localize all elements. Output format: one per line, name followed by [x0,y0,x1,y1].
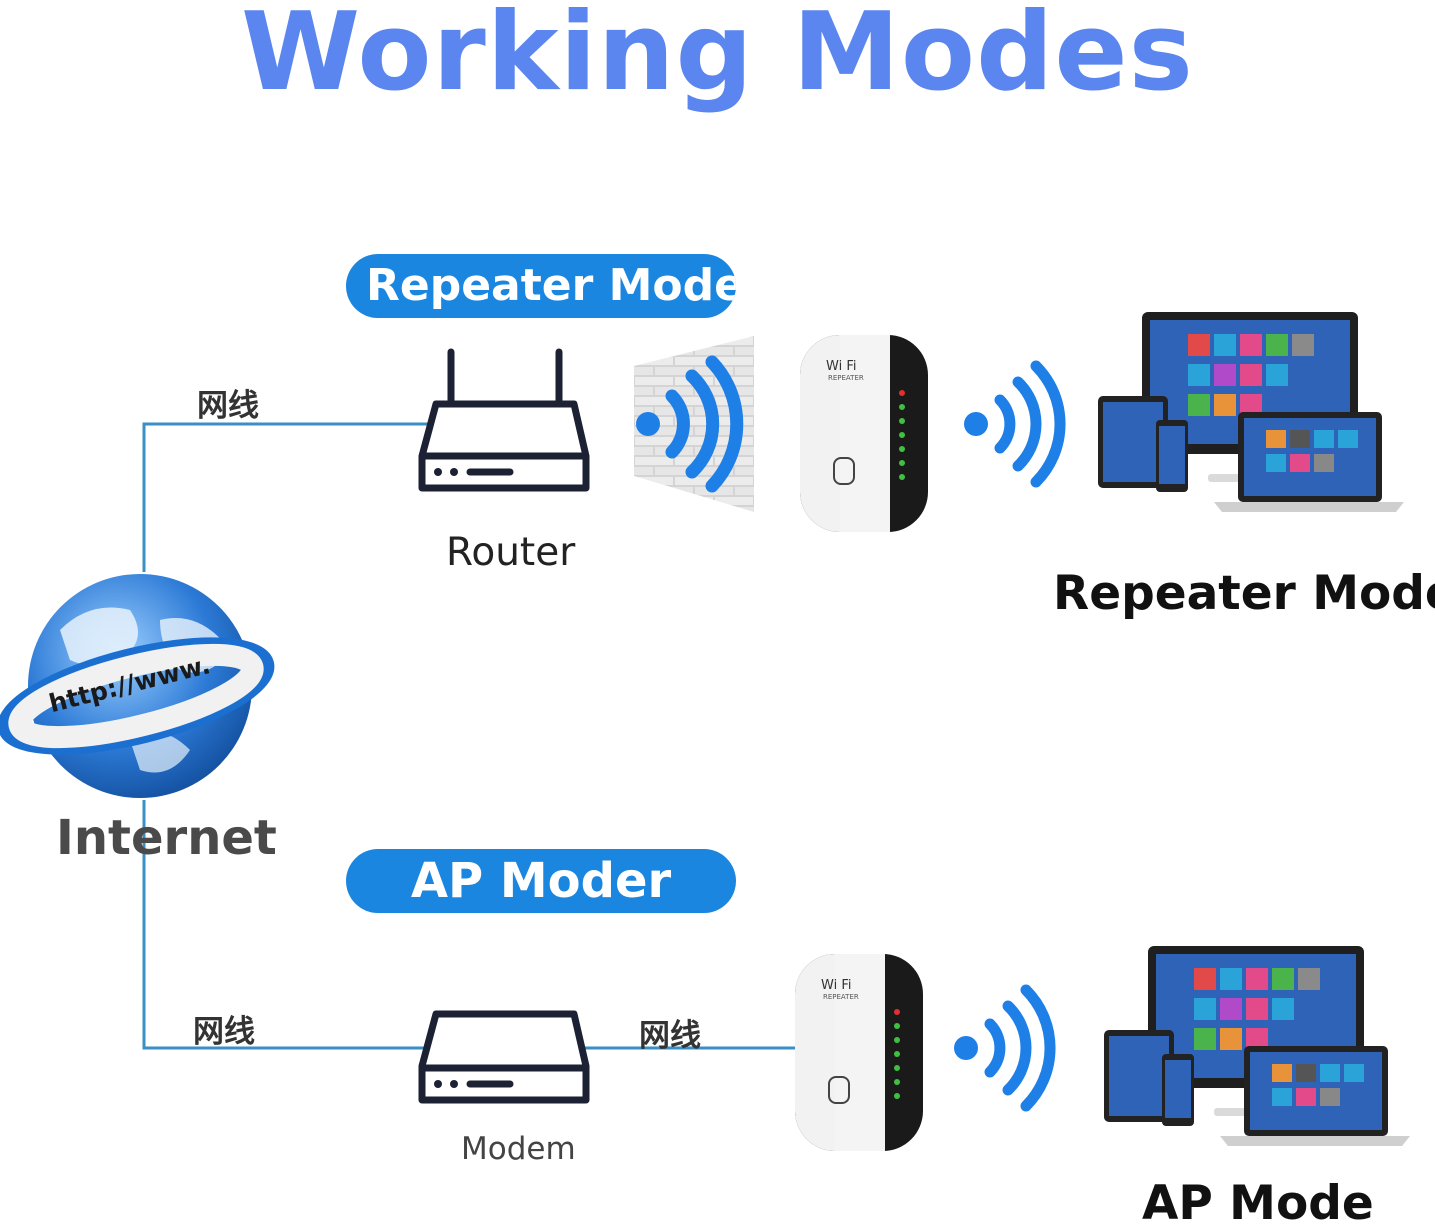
wifi-signal-icon [636,355,744,493]
wifi-signal-icon [954,984,1056,1112]
router-label: Router [446,530,576,575]
modem-icon [418,1010,590,1104]
ap-repeater-brand: Wi Fi [821,978,852,993]
repeater-mode-label: Repeater Mode [1053,566,1435,621]
modem-label: Modem [461,1131,576,1167]
cable-label-top: 网线 [197,388,259,424]
ap-pill-label: AP Moder [410,853,672,909]
ap-repeater-sub: REPEATER [823,993,859,1001]
wifi-signal-icon [964,360,1066,488]
repeater-pill-label: Repeater Moder [366,260,736,311]
router-icon [418,348,590,492]
repeater-device-icon: Wi Fi REPEATER [793,952,925,1153]
devices-icon [1098,312,1404,512]
repeater-sub: REPEATER [828,374,864,382]
page-title: Working Modes [241,0,1194,115]
repeater-device-icon: Wi Fi REPEATER [798,333,930,534]
ap-mode-pill: AP Moder [346,849,736,913]
ap-mode-label: AP Mode [1142,1176,1374,1231]
repeater-mode-pill: Repeater Moder [346,254,736,318]
internet-label: Internet [56,810,277,866]
cable-label-bottom-right: 网线 [639,1018,701,1054]
devices-icon [1104,946,1410,1146]
repeater-brand: Wi Fi [826,359,857,374]
cable-label-bottom-left: 网线 [193,1014,255,1050]
globe-icon: http://www. [0,570,275,802]
